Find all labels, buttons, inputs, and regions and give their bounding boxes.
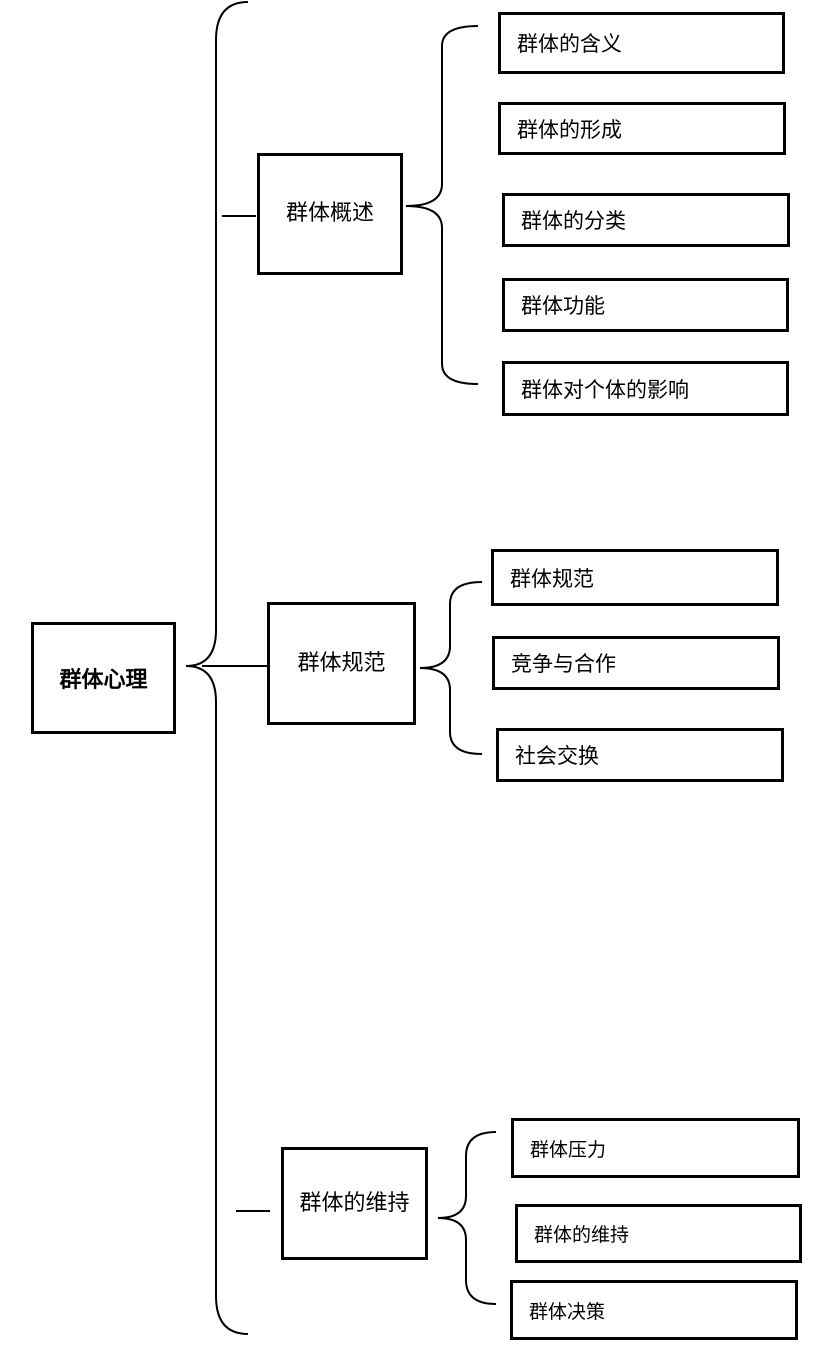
leaf-node: 群体功能 <box>502 278 789 332</box>
root-node: 群体心理 <box>31 622 176 734</box>
leaf-node: 群体决策 <box>510 1280 798 1340</box>
main-brace <box>185 1 249 1335</box>
leaf-node: 群体的含义 <box>498 12 785 74</box>
leaf-node: 群体的分类 <box>502 193 790 247</box>
leaf-node: 群体规范 <box>491 549 779 606</box>
leaf-node: 社会交换 <box>496 728 784 782</box>
leaf-node: 群体压力 <box>511 1118 800 1178</box>
leaf-node: 群体对个体的影响 <box>502 361 789 416</box>
branch-node-maintenance: 群体的维持 <box>281 1147 428 1260</box>
brace-branch-2 <box>419 581 483 755</box>
brace-branch-3 <box>437 1131 497 1305</box>
branch-node-overview: 群体概述 <box>257 153 403 275</box>
leaf-node: 群体的形成 <box>498 102 786 155</box>
branch-node-norms: 群体规范 <box>267 602 416 725</box>
leaf-node: 竞争与合作 <box>492 636 780 690</box>
brace-branch-1 <box>405 25 479 385</box>
leaf-node: 群体的维持 <box>515 1204 802 1263</box>
